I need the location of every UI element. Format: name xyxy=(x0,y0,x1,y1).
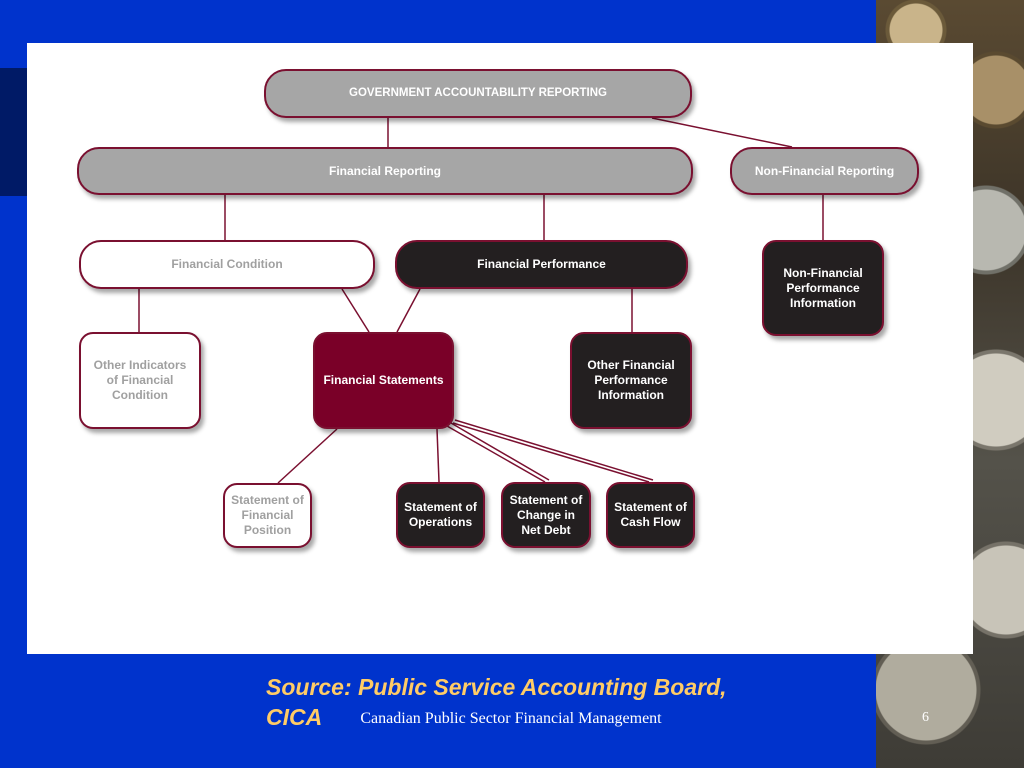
node-statement-of-cash-flow: Statement of Cash Flow xyxy=(606,482,695,548)
page-number: 6 xyxy=(922,710,929,725)
node-statement-of-operations: Statement of Operations xyxy=(396,482,485,548)
edge-statements-cash-flow xyxy=(452,422,650,483)
diagram-panel: GOVERNMENT ACCOUNTABILITY REPORTING Fina… xyxy=(27,43,973,654)
source-caption: Source: Public Service Accounting Board,… xyxy=(266,674,727,730)
edge-statements-position xyxy=(277,428,338,484)
edge-statements-operations xyxy=(436,428,440,483)
node-financial-statements: Financial Statements xyxy=(313,332,454,429)
node-statement-of-financial-position: Statement of Financial Position xyxy=(223,483,312,548)
edge-gar-nonfinancial-reporting xyxy=(651,117,793,148)
node-financial-condition: Financial Condition xyxy=(79,240,375,289)
node-other-financial-performance-information: Other Financial Performance Information xyxy=(570,332,692,429)
node-non-financial-performance-information: Non-Financial Performance Information xyxy=(762,240,884,336)
edge-statements-cash-flow-b xyxy=(454,419,654,481)
node-other-indicators-of-financial-condition: Other Indicators of Financial Condition xyxy=(79,332,201,429)
node-government-accountability-reporting: GOVERNMENT ACCOUNTABILITY REPORTING xyxy=(264,69,692,118)
edge-statements-net-debt xyxy=(446,425,546,483)
connector-lines xyxy=(138,117,824,484)
node-financial-reporting: Financial Reporting xyxy=(77,147,693,195)
node-financial-performance: Financial Performance xyxy=(395,240,688,289)
edge-condition-statements xyxy=(341,288,370,333)
left-accent-band xyxy=(0,68,27,196)
footer-title: Canadian Public Sector Financial Managem… xyxy=(360,710,662,727)
edge-statements-net-debt-b xyxy=(450,422,550,481)
node-non-financial-reporting: Non-Financial Reporting xyxy=(730,147,919,195)
node-statement-of-change-in-net-debt: Statement of Change in Net Debt xyxy=(501,482,591,548)
edge-performance-statements xyxy=(396,288,421,333)
